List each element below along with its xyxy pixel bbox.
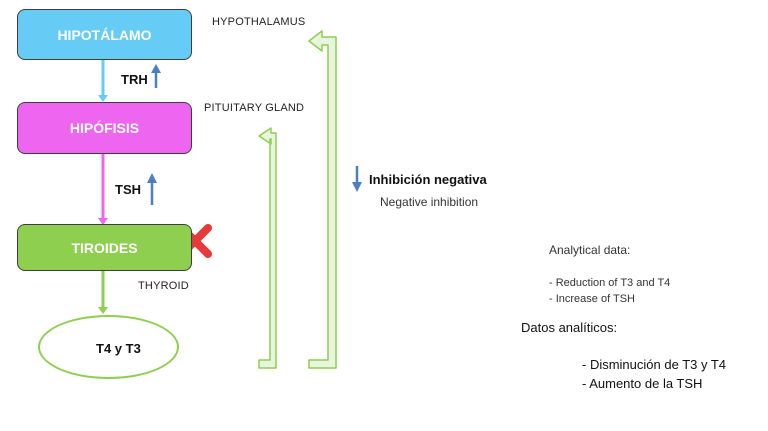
arrow-up-icon (151, 64, 161, 88)
connector-hypothalamus-pituitary (98, 59, 108, 102)
thyroid-english-label: THYROID (138, 280, 189, 292)
arrow-up-icon (147, 173, 157, 205)
arrow-down-icon (352, 166, 362, 192)
feedback-spanish-label: Inhibición negativa (369, 172, 487, 187)
analytical-es-item: - Disminución de T3 y T4 (582, 357, 727, 372)
trh-label: TRH (121, 72, 148, 87)
thyroid-box: TIROIDES (17, 224, 192, 271)
pituitary-label: HIPÓFISIS (69, 120, 140, 136)
connector-thyroid-result (98, 270, 108, 314)
feedback-arrow-hypothalamus (308, 30, 337, 369)
thyroid-label: TIROIDES (71, 239, 138, 256)
pituitary-english-label: PITUITARY GLAND (204, 102, 305, 114)
hypothalamus-box: HIPOTÁLAMO (17, 9, 192, 60)
analytical-es-item: - Aumento de la TSH (582, 376, 703, 391)
analytical-en-item: - Reduction of T3 and T4 (549, 277, 671, 289)
connector-pituitary-thyroid (98, 153, 108, 225)
feedback-arrow-pituitary (258, 127, 277, 369)
hypothalamus-label: HIPOTÁLAMO (57, 26, 152, 43)
analytical-en-item: - Increase of TSH (549, 293, 635, 305)
analytical-es-title: Datos analíticos: (521, 320, 618, 335)
result-label: T4 y T3 (96, 341, 141, 356)
pituitary-box: HIPÓFISIS (17, 102, 192, 154)
feedback-english-label: Negative inhibition (380, 195, 479, 209)
hypothalamus-english-label: HYPOTHALAMUS (212, 16, 306, 28)
analytical-en-title: Analytical data: (549, 243, 631, 257)
tsh-label: TSH (115, 182, 141, 197)
result-ellipse (38, 315, 179, 379)
